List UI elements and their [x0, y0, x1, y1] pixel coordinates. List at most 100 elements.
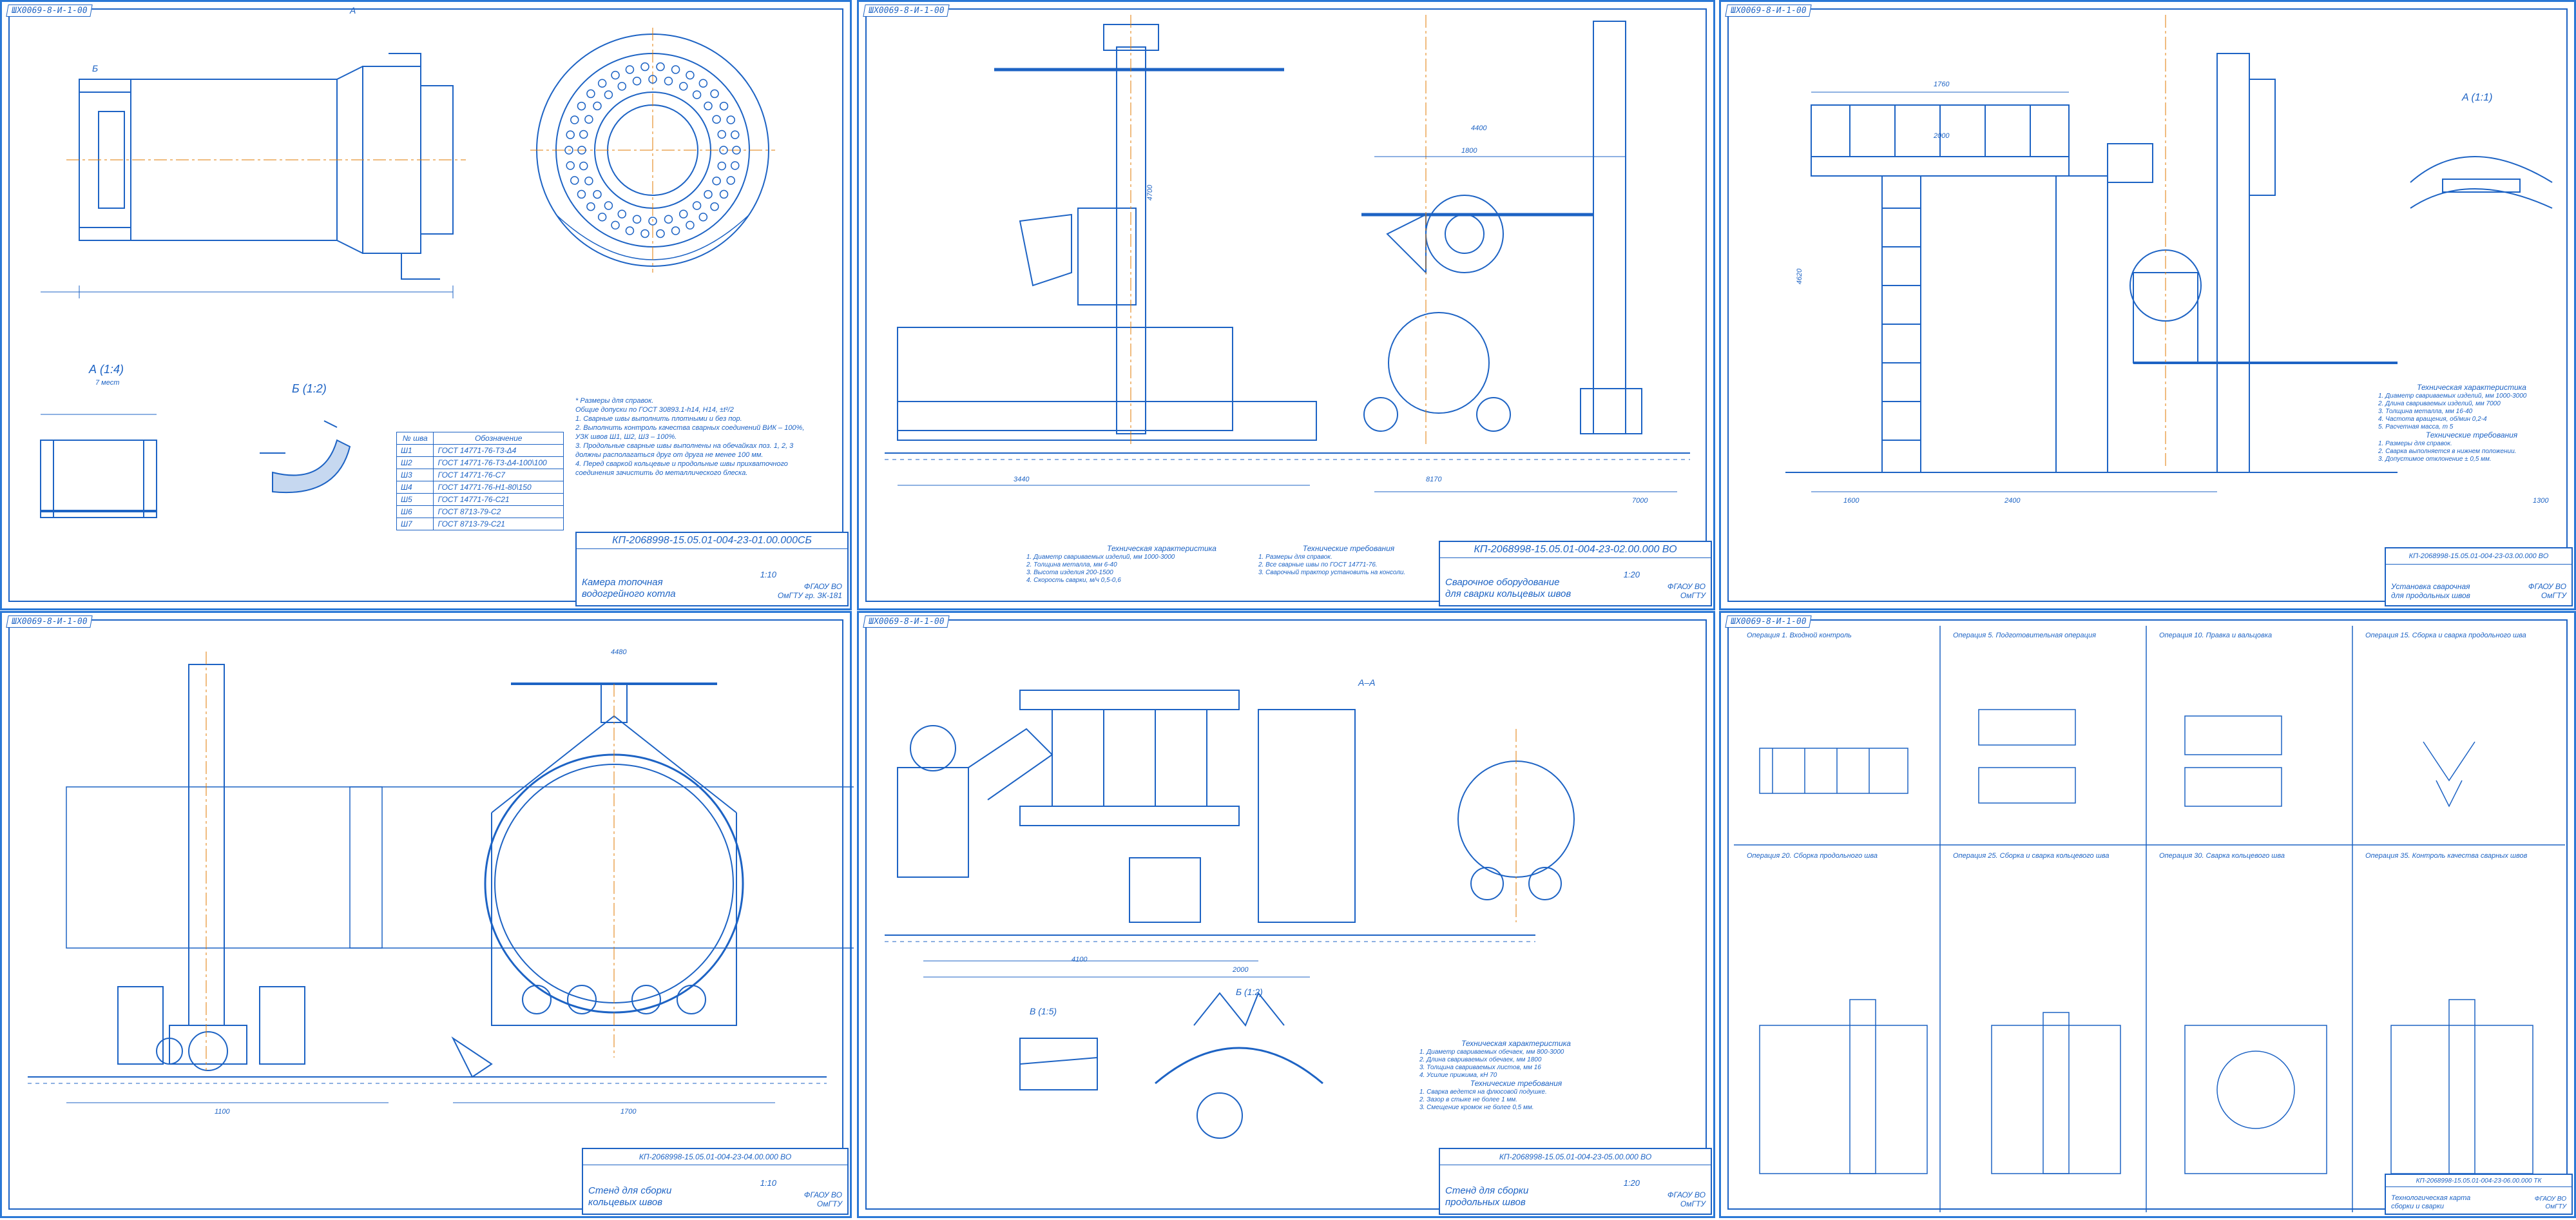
drawing-sheet-2: ШХ0069-8-И-1-00 [857, 0, 1715, 610]
tube-hole [564, 146, 573, 155]
tube-hole [710, 202, 719, 211]
detail-v-label: В (1:5) [1030, 1006, 1057, 1016]
dimension-label: 8170 [1426, 476, 1442, 483]
sheet-frame [1727, 619, 2568, 1210]
tube-hole [731, 130, 740, 139]
tube-hole [570, 176, 579, 185]
weld-id: Ш1 [396, 444, 434, 457]
tube-hole [656, 229, 665, 238]
tube-hole [632, 77, 642, 86]
drawing-scale: 1:20 [1623, 570, 1640, 579]
view-label-a: А [350, 5, 356, 15]
weld-designation: ГОСТ 14771-76-Т3-Δ4-100\100 [433, 456, 564, 469]
tube-hole [692, 201, 702, 210]
tube-hole [686, 70, 695, 80]
note-line: Общие допуски по ГОСТ 30893.1-h14, H14, … [575, 406, 734, 414]
tube-hole [731, 161, 740, 170]
furnace-chamber-drawing [40, 28, 775, 518]
tube-hole [640, 62, 649, 72]
title-block: КП-2068998-15.05.01-004-23-02.00.000 ВО … [1439, 541, 1712, 606]
tube-hole [678, 209, 688, 218]
operation-heading: Операция 25. Сборка и сварка кольцевого … [1953, 852, 2110, 860]
tube-hole [712, 115, 721, 124]
weld-designation: ГОСТ 14771-76-Н1-80\150 [433, 481, 564, 494]
tube-hole [640, 229, 649, 238]
note-line: 3. Продольные сварные швы выполнены на о… [575, 442, 794, 450]
weld-id: Ш6 [396, 505, 434, 518]
dimension-label: 1600 [1843, 497, 1860, 505]
tube-hole [566, 130, 575, 139]
tube-hole [597, 79, 607, 88]
title-block: КП-2068998-15.05.01-004-23-06.00.000 ТК … [2385, 1174, 2573, 1215]
technical-specification: Техническая характеристика 1. Диаметр св… [1026, 544, 1216, 584]
title-block: КП-2068998-15.05.01-004-23-05.00.000 ВО … [1439, 1148, 1712, 1215]
dimension-label: 1700 [620, 1108, 637, 1116]
tube-hole [584, 115, 593, 124]
weld-id: Ш2 [396, 456, 434, 469]
drawing-scale: 1:20 [1623, 1178, 1640, 1188]
weld-designation: ГОСТ 14771-76-С7 [433, 469, 564, 481]
tube-hole [586, 89, 595, 99]
drawing-code: КП-2068998-15.05.01-004-23-04.00.000 ВО [583, 1149, 847, 1165]
tube-hole [704, 189, 713, 199]
circular-seam-stand-drawing [28, 652, 854, 1103]
tube-hole [698, 212, 708, 222]
drawing-code: КП-2068998-15.05.01-004-23-05.00.000 ВО [1440, 1149, 1711, 1165]
detail-a-label: А (1:4) [89, 363, 124, 376]
longitudinal-seam-stand-drawing [885, 690, 1575, 1139]
process-card-grid [1734, 626, 2565, 1212]
tube-hole [732, 146, 741, 155]
tube-hole [686, 220, 695, 230]
dimension-label: 1800 [1461, 147, 1477, 155]
tube-hole [577, 146, 586, 155]
technical-specification: Техническая характеристика 1. Диаметр св… [2378, 383, 2527, 463]
operation-heading: Операция 30. Сварка кольцевого шва [2159, 852, 2285, 860]
drawing-sheet-5: ШХ0069-8-И-1-00 А–А В (1:5 [857, 611, 1715, 1218]
dimension-label: 1100 [215, 1108, 230, 1116]
sheet-frame [8, 8, 843, 602]
tube-hole [704, 101, 713, 111]
note-line: 2. Выполнить контроль качества сварных с… [575, 424, 805, 432]
dimension-label: 4400 [1471, 124, 1487, 132]
note-line: должны располагаться друг от друга не ме… [575, 451, 764, 459]
technical-requirements: Технические требования 1. Размеры для сп… [1258, 544, 1406, 576]
dimension-label: 4620 [1796, 268, 1804, 285]
tube-hole [719, 189, 729, 199]
tube-hole [611, 220, 620, 230]
note-line: * Размеры для справок. [575, 397, 654, 405]
note-line: соединения зачистить до металлического б… [575, 469, 748, 477]
tube-hole [579, 130, 588, 139]
dimension-label: 7000 [1632, 497, 1648, 505]
title-block: КП-2068998-15.05.01-004-23-03.00.000 ВО … [2385, 547, 2573, 606]
title-block: КП-2068998-15.05.01-004-23-04.00.000 ВО … [582, 1148, 849, 1215]
drawing-sheet-4: ШХ0069-8-И-1-00 [0, 611, 854, 1218]
technical-specification: Техническая характеристика 1. Диаметр св… [1419, 1039, 1571, 1111]
tube-hole [632, 215, 642, 224]
tube-hole [584, 176, 593, 186]
drawing-sheet-3: ШХ0069-8-И-1-00 1760 2000 4620 1600 [1719, 0, 2576, 610]
longitudinal-welding-unit-drawing [1785, 15, 2553, 492]
tube-hole [648, 75, 657, 84]
drawing-code: КП-2068998-15.05.01-004-23-03.00.000 ВО [2386, 548, 2571, 565]
tube-hole [717, 161, 726, 171]
tube-hole [586, 202, 595, 211]
detail-b-label: Б (1:2) [292, 382, 327, 395]
drawing-sheet-6: ШХ0069-8-И-1-00 Операция 1. Входной конт… [1719, 611, 2576, 1218]
drawing-code: КП-2068998-15.05.01-004-23-01.00.000СБ [577, 533, 847, 549]
tube-hole [593, 101, 602, 111]
detail-a-count: 7 мест [95, 379, 120, 387]
